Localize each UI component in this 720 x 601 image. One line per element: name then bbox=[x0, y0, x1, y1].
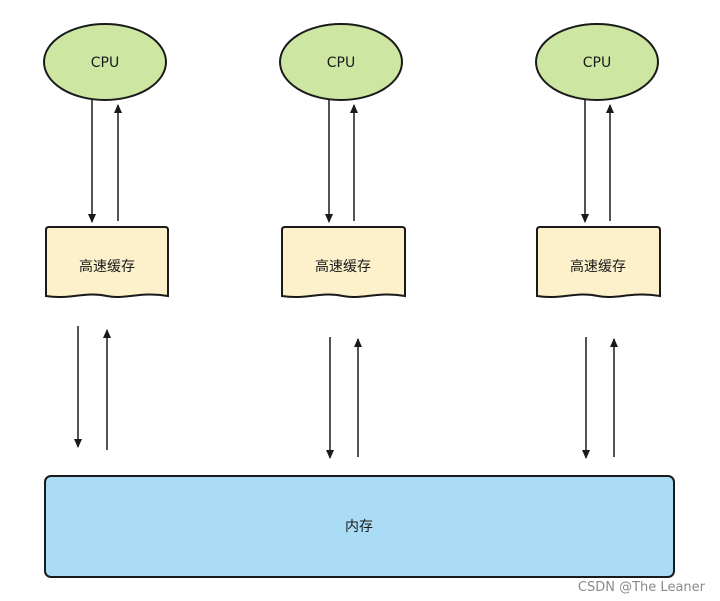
memory-label: 内存 bbox=[345, 519, 373, 535]
memory-shape bbox=[44, 475, 675, 578]
cache-shape bbox=[536, 226, 661, 299]
cpu-label: CPU bbox=[327, 55, 355, 71]
cache-label: 高速缓存 bbox=[79, 258, 135, 275]
cpu-node-3: CPU bbox=[535, 23, 659, 101]
cpu-label: CPU bbox=[583, 55, 611, 71]
memory-node: 内存 bbox=[44, 475, 675, 578]
cpu-label: CPU bbox=[91, 55, 119, 71]
cpu-shape bbox=[535, 23, 659, 101]
cache-shape bbox=[281, 226, 406, 299]
cache-shape bbox=[45, 226, 169, 299]
cache-memory-arrows bbox=[74, 326, 618, 459]
cpu-node-2: CPU bbox=[279, 23, 403, 101]
cache-label: 高速缓存 bbox=[315, 258, 371, 275]
cpu-shape bbox=[43, 23, 167, 101]
cache-node-2: 高速缓存 bbox=[281, 226, 406, 299]
watermark: CSDN @The Leaner bbox=[578, 580, 706, 595]
cache-label: 高速缓存 bbox=[570, 258, 626, 275]
cache-node-3: 高速缓存 bbox=[536, 226, 661, 299]
cache-node-1: 高速缓存 bbox=[45, 226, 169, 299]
cpu-node-1: CPU bbox=[43, 23, 167, 101]
cpu-cache-arrows bbox=[88, 100, 614, 223]
cpu-shape bbox=[279, 23, 403, 101]
